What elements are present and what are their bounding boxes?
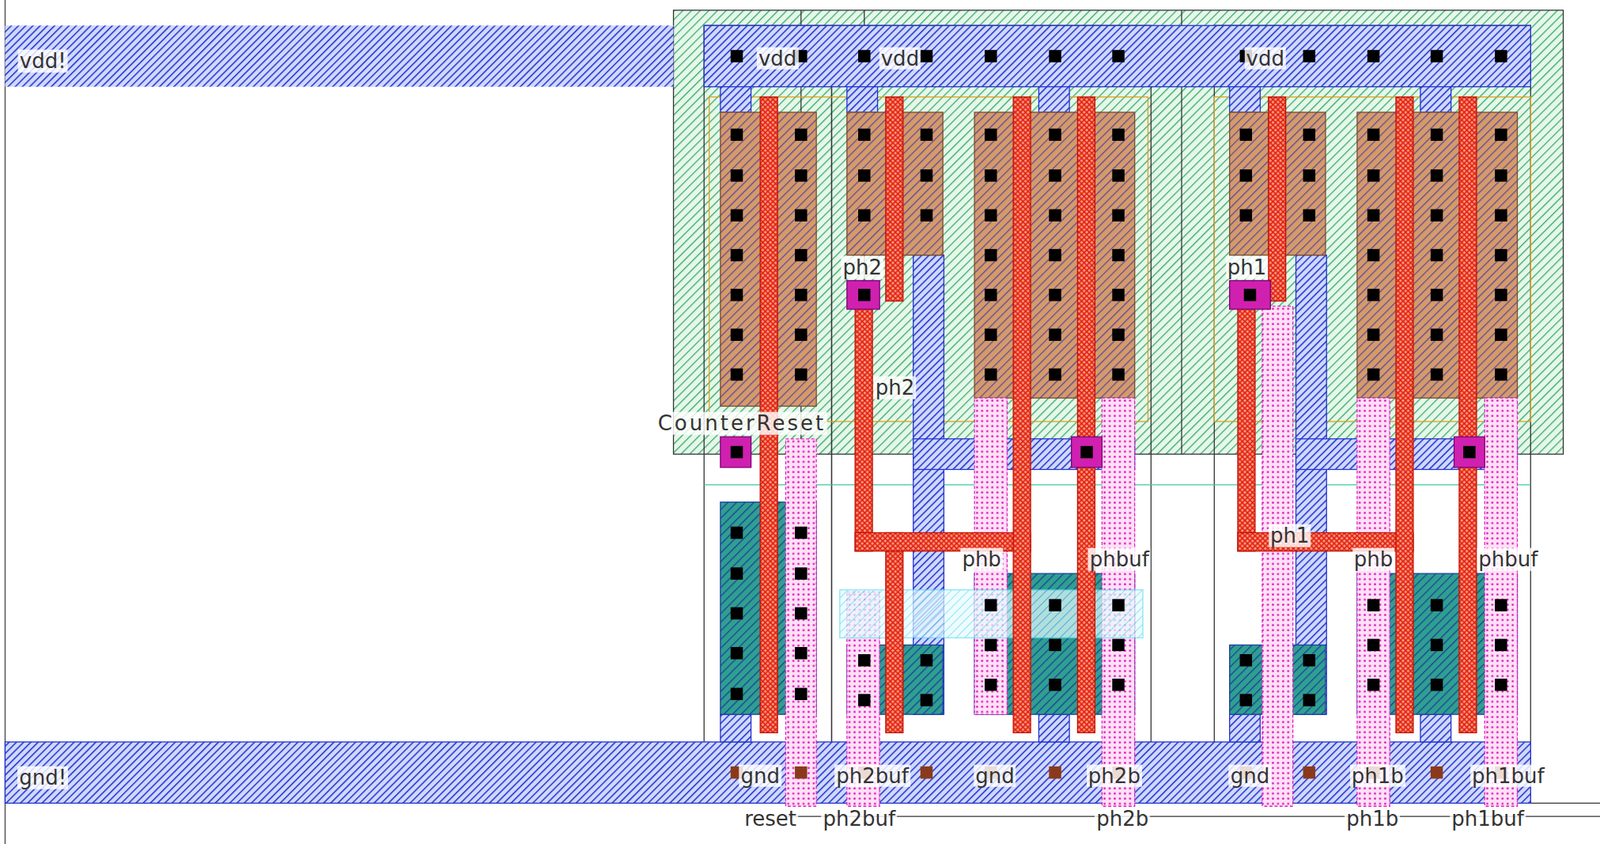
signal-label: reset	[742, 806, 799, 830]
signal-label: gnd	[738, 764, 782, 787]
signal-label: ph2	[840, 256, 884, 280]
signal-label: ph1b	[1350, 764, 1406, 787]
signal-label: vdd	[879, 46, 921, 70]
signal-label: ph1	[1268, 524, 1312, 548]
signal-label: CounterReset	[656, 412, 829, 435]
signal-label: ph1buf	[1470, 764, 1547, 787]
signal-label: ph2b	[1094, 806, 1150, 830]
signal-label: vdd	[1244, 46, 1287, 70]
signal-label: gnd!	[17, 766, 69, 790]
signal-label: ph2	[873, 376, 917, 400]
signal-label: phb	[960, 548, 1003, 572]
signal-label: gnd	[1229, 764, 1272, 787]
signal-label: vdd!	[18, 49, 69, 73]
signal-label: ph1	[1225, 256, 1269, 280]
signal-label: ph1buf	[1449, 806, 1526, 830]
signal-label: gnd	[973, 764, 1017, 787]
signal-label: phbuf	[1088, 548, 1151, 572]
signal-label: phbuf	[1476, 548, 1540, 572]
signal-label: ph1b	[1344, 806, 1400, 830]
signal-label: vdd	[756, 46, 799, 70]
signal-label: phb	[1352, 548, 1396, 572]
signal-label: ph2buf	[834, 764, 911, 787]
signal-label: ph2b	[1086, 764, 1143, 787]
signal-label: ph2buf	[820, 806, 897, 830]
